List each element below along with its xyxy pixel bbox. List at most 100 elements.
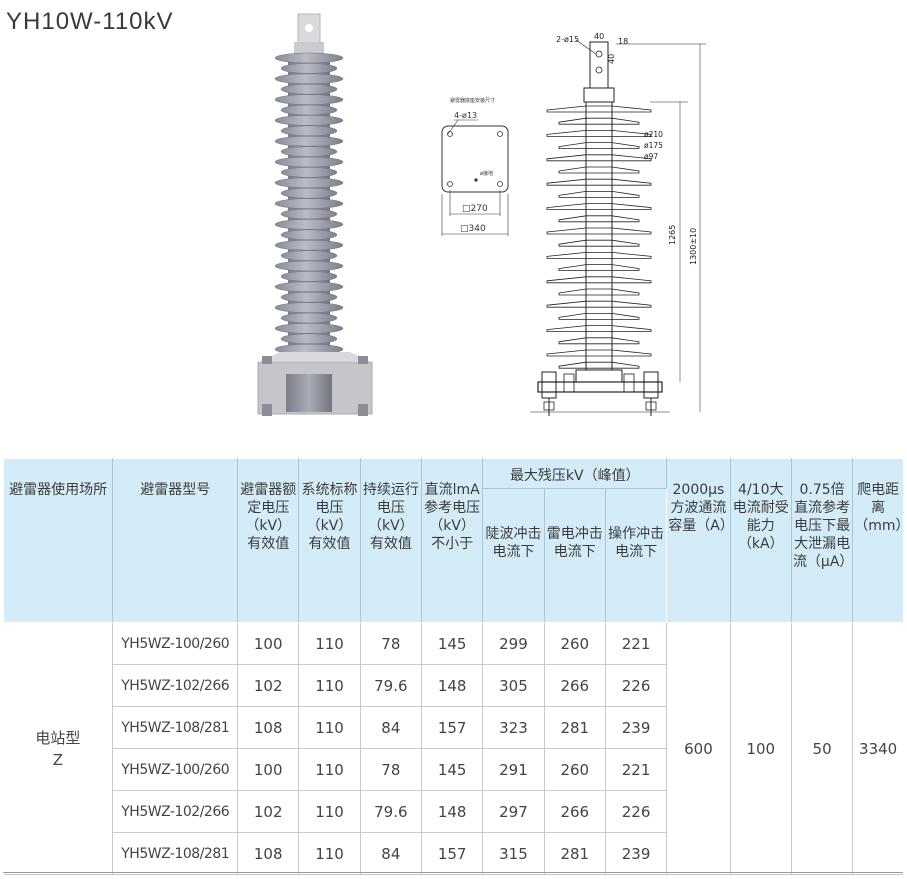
photo-shed <box>280 63 338 74</box>
drawing-shed <box>558 215 640 223</box>
drawing-shed <box>558 361 640 369</box>
header-lightning: 雷电冲击电流下 <box>543 488 606 623</box>
cell-lightning: 266 <box>544 664 606 707</box>
photo-shed <box>274 177 344 189</box>
header-switching: 操作冲击电流下 <box>604 488 668 623</box>
photo-shed <box>280 167 338 178</box>
header-continuous: 持续运行电压（kV）有效值 <box>359 458 422 623</box>
cell-model: YH5WZ-108/281 <box>112 706 239 749</box>
header-leakage: 0.75倍直流参考电压下最大泄漏电流（μA） <box>790 458 853 623</box>
terminal-height: 40 <box>607 54 616 64</box>
photo-shed <box>274 219 344 230</box>
cell-switching: 221 <box>605 622 668 665</box>
photo-shed <box>280 83 338 95</box>
cell-rated: 100 <box>237 748 300 791</box>
photo-shed <box>280 271 338 282</box>
header-residual-group: 最大残压kV（峰值） <box>482 458 668 489</box>
terminal-width: 40 <box>594 32 604 41</box>
header-creepage: 爬电距离（mm） <box>852 458 907 623</box>
cell-model: YH5WZ-108/281 <box>112 832 239 875</box>
cell-rated: 100 <box>237 622 300 665</box>
cell-switching: 239 <box>605 706 668 749</box>
cell-leakage: 50 <box>791 622 854 875</box>
photo-shed <box>280 250 338 261</box>
terminal-thickness: 18 <box>618 37 628 46</box>
base-mounting-drawing: 避雷器底座安装尺寸 4-ø13 ø接地 □270 □340 <box>441 97 509 236</box>
shed-dia-175: ø175 <box>644 141 663 150</box>
cell-switching: 226 <box>605 790 668 833</box>
drawing-shed <box>546 203 652 210</box>
photo-shed <box>280 208 338 220</box>
cell-steep: 323 <box>482 706 545 749</box>
cell-lightning: 260 <box>544 748 606 791</box>
cell-continuous: 78 <box>360 748 422 791</box>
height-1265: 1265 <box>668 225 677 245</box>
cell-continuous: 84 <box>360 706 422 749</box>
cell-continuous: 84 <box>360 832 422 875</box>
photo-shed <box>280 146 338 157</box>
header-rated: 避雷器额定电压（kV）有效值 <box>237 458 300 623</box>
photo-shed <box>274 115 344 126</box>
cell-lightning: 266 <box>544 790 606 833</box>
photo-shed <box>280 104 338 116</box>
photo-shed <box>280 125 338 137</box>
header-dc-ref: 直流lmA参考电压（kV）不小于 <box>420 458 484 623</box>
drawing-shed <box>558 288 640 296</box>
drawing-shed <box>558 239 640 247</box>
cell-continuous: 78 <box>360 622 422 665</box>
drawing-shed <box>546 325 652 332</box>
table-bottom-rule <box>3 872 903 873</box>
drawing-shed <box>546 227 652 235</box>
cell-dc: 145 <box>421 748 484 791</box>
drawing-shed <box>546 130 652 137</box>
header-high-current: 4/10大电流耐受能力（kA） <box>729 458 792 623</box>
photo-shed <box>274 156 344 168</box>
photo-shed <box>274 198 344 209</box>
photo-shed <box>274 94 344 105</box>
cell-place: 电站型 Z <box>3 622 114 875</box>
photo-shed <box>274 239 344 251</box>
cell-continuous: 79.6 <box>360 790 422 833</box>
photo-shed <box>274 52 344 64</box>
cell-model: YH5WZ-100/260 <box>112 622 239 665</box>
cell-switching: 239 <box>605 832 668 875</box>
cell-system: 110 <box>298 706 361 749</box>
cell-lightning: 281 <box>544 706 606 749</box>
shed-dia-210: ø210 <box>644 130 663 139</box>
ground-label: ø接地 <box>480 170 493 177</box>
photo-shed <box>280 312 338 324</box>
arrester-photo <box>257 13 373 416</box>
photo-shed <box>274 302 344 313</box>
photo-shed <box>274 260 344 272</box>
cell-steep: 291 <box>482 748 545 791</box>
header-square-wave: 2000μs方波通流容量（A） <box>666 458 734 623</box>
cell-continuous: 79.6 <box>360 664 422 707</box>
drawing-shed <box>546 178 652 186</box>
photo-shed <box>274 281 344 293</box>
cell-steep: 299 <box>482 622 545 665</box>
cell-system: 110 <box>298 664 361 707</box>
photo-shed <box>280 229 338 241</box>
cell-switching: 221 <box>605 748 668 791</box>
cell-square-wave: 600 <box>666 622 731 875</box>
drawing-shed <box>558 117 640 125</box>
photo-shed <box>280 187 338 199</box>
terminal-holes: 2-ø15 <box>556 35 579 44</box>
header-model: 避雷器型号 <box>112 458 239 623</box>
cell-model: YH5WZ-102/266 <box>112 790 239 833</box>
cell-dc: 145 <box>421 622 484 665</box>
drawing-shed <box>558 337 640 345</box>
drawing-shed <box>558 166 640 174</box>
cell-dc: 148 <box>421 664 484 707</box>
drawing-shed <box>546 349 652 357</box>
cell-dc: 157 <box>421 706 484 749</box>
page-title: YH10W-110kV <box>6 8 174 35</box>
header-steep: 陡波冲击电流下 <box>482 488 545 623</box>
photo-shed <box>280 291 338 303</box>
cell-system: 110 <box>298 748 361 791</box>
